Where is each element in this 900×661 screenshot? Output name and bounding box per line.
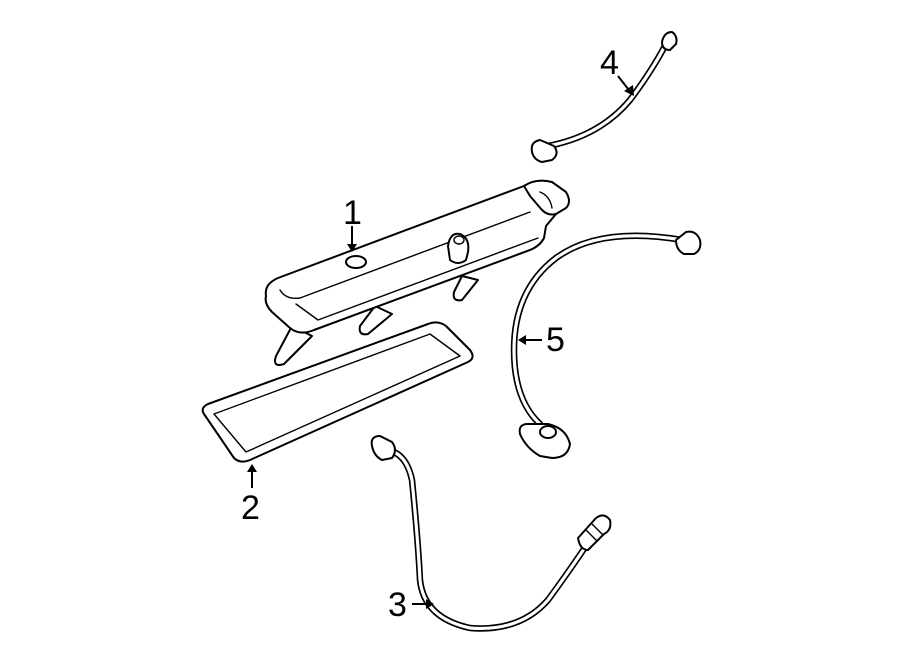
leader-lines	[247, 75, 634, 609]
callout-5: 5	[546, 321, 565, 359]
wire-harness-part-3	[370, 435, 612, 632]
callout-1: 1	[343, 194, 362, 232]
callout-4: 4	[600, 44, 619, 82]
socket-wire-part-5	[510, 230, 702, 459]
callout-3: 3	[388, 586, 407, 624]
gasket-part-2	[201, 321, 474, 463]
callout-2: 2	[241, 489, 260, 527]
wire-harness-part-4	[530, 31, 678, 163]
lamp-housing-part-1	[264, 179, 570, 366]
